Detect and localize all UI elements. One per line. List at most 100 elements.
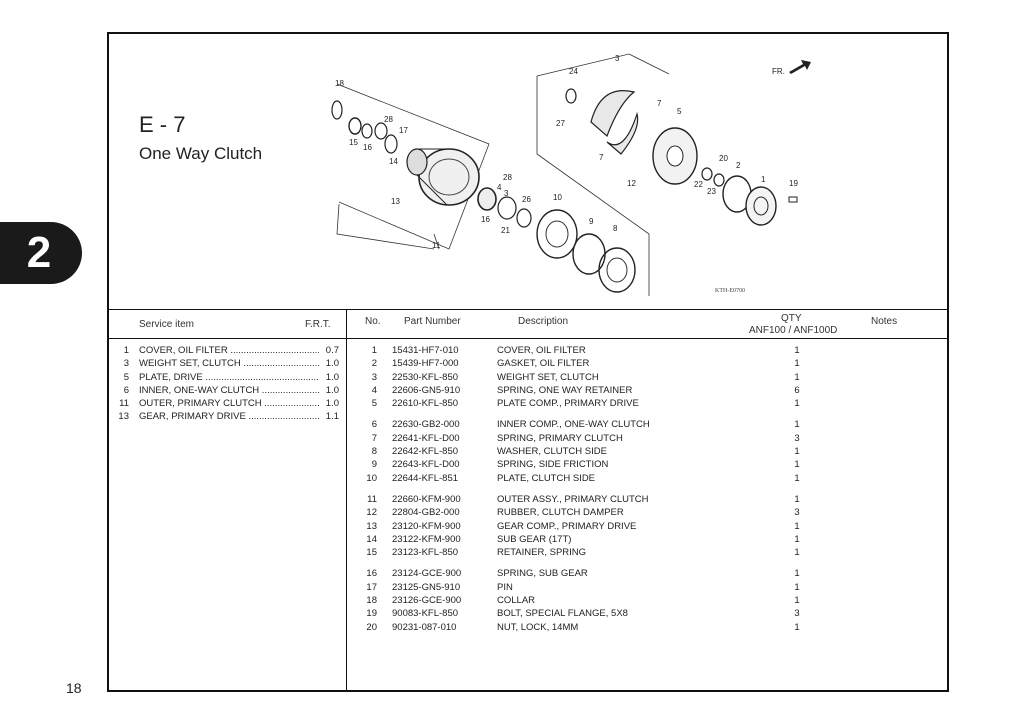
service-item-frt: 1.0 [319, 357, 339, 371]
callout: 23 [707, 187, 716, 196]
part-description: COVER, OIL FILTER [497, 345, 586, 356]
chapter-tab: 2 [0, 222, 82, 284]
callout: 19 [789, 179, 798, 188]
catalog-frame: E - 7 One Way Clutch [107, 32, 949, 692]
service-item-name: WEIGHT SET, CLUTCH [139, 357, 319, 370]
header-part-number: Part Number [404, 316, 461, 327]
part-qty: 1 [794, 459, 800, 471]
header-notes: Notes [871, 316, 898, 327]
part-number: 23122-KFM-900 [392, 533, 461, 545]
part-number: 90083-KFL-850 [392, 608, 459, 620]
part-qty: 1 [794, 568, 800, 580]
callout: 20 [719, 154, 728, 163]
exploded-parts-diagram: 18 28 17 15 16 14 3 24 7 5 27 7 12 20 2 … [331, 53, 811, 296]
callout: 11 [432, 241, 441, 250]
part-row: 19 90083-KFL-850 BOLT, SPECIAL FLANGE, 5X8… [347, 607, 947, 620]
service-item-row: 11 OUTER, PRIMARY CLUTCH 1.0 [109, 397, 345, 411]
part-qty: 3 [794, 608, 800, 620]
part-number: 90231-087-010 [392, 621, 457, 633]
service-item-row: 13 GEAR, PRIMARY DRIVE 1.1 [109, 410, 345, 424]
part-qty: 1 [794, 358, 800, 370]
callout: 27 [556, 119, 565, 128]
part-ref-no: 2 [371, 358, 377, 370]
part-qty: 3 [794, 507, 800, 519]
header-service-item: Service item [139, 319, 195, 330]
part-description: BOLT, SPECIAL FLANGE, 5X8 [497, 608, 628, 620]
part-number: 23124-GCE-900 [392, 568, 462, 580]
callout: 2 [736, 161, 741, 170]
part-qty: 1 [794, 398, 800, 410]
part-ref-no: 16 [366, 568, 377, 580]
section-title: One Way Clutch [139, 144, 263, 163]
service-item-row: 5 PLATE, DRIVE 1.0 [109, 370, 345, 384]
part-ref-no: 3 [371, 371, 377, 383]
service-item-row: 6 INNER, ONE-WAY CLUTCH 1.0 [109, 383, 345, 398]
service-item-frt: 0.7 [319, 344, 339, 358]
callout: 14 [389, 157, 398, 166]
column-divider [346, 310, 347, 692]
part-description: OUTER ASSY., PRIMARY CLUTCH [497, 493, 649, 505]
part-ref-no: 18 [366, 595, 377, 607]
callout: 13 [391, 197, 400, 206]
callout: 3 [615, 54, 620, 63]
callout: 26 [522, 195, 531, 204]
part-ref-no: 19 [366, 608, 377, 620]
callout: 10 [553, 193, 562, 202]
divider [109, 338, 947, 339]
part-number: 15431-HF7-010 [392, 345, 459, 356]
part-number: 23125-GN5-910 [392, 581, 461, 593]
callout: 22 [694, 180, 703, 189]
section-code: E - 7 [139, 112, 186, 137]
callout: 28 [384, 115, 393, 124]
diagram-ref-code: KTH-E0700 [715, 288, 745, 294]
header-qty-models: ANF100 / ANF100D [749, 325, 838, 336]
callout: 9 [589, 217, 594, 226]
callout: 16 [363, 143, 372, 152]
part-qty: 1 [794, 345, 800, 356]
service-item-no: 1 [123, 345, 129, 356]
header-qty: QTY [781, 313, 802, 324]
header-description: Description [518, 316, 569, 327]
part-description: SPRING, SUB GEAR [497, 568, 588, 580]
part-ref-no: 20 [366, 621, 377, 633]
part-number: 23126-GCE-900 [392, 595, 462, 607]
callout: 12 [627, 179, 636, 188]
part-ref-no: 6 [371, 419, 377, 431]
part-number: 22643-KFL-D00 [392, 459, 460, 471]
part-number: 22641-KFL-D00 [392, 432, 460, 444]
callout: 7 [657, 99, 662, 108]
part-ref-no: 1 [371, 345, 377, 356]
service-item-name: PLATE, DRIVE [139, 371, 319, 384]
part-number: 22660-KFM-900 [392, 493, 461, 505]
service-item-frt: 1.0 [319, 370, 339, 384]
part-number: 23123-KFL-850 [392, 547, 459, 559]
callout: 24 [569, 67, 578, 76]
divider [109, 309, 947, 310]
service-item-frt: 1.1 [319, 410, 339, 424]
part-number: 23120-KFM-900 [392, 520, 461, 532]
callout: 17 [399, 126, 408, 135]
part-number: 22606-GN5-910 [392, 384, 461, 396]
part-qty: 1 [794, 419, 800, 431]
part-qty: 1 [794, 520, 800, 532]
service-item-no: 5 [123, 371, 129, 383]
page-number: 18 [66, 680, 82, 696]
service-item-no: 6 [123, 384, 129, 396]
service-item-name: GEAR, PRIMARY DRIVE [139, 410, 319, 423]
part-description: GEAR COMP., PRIMARY DRIVE [497, 520, 637, 532]
part-description: RETAINER, SPRING [497, 547, 587, 559]
part-qty: 1 [794, 547, 800, 559]
part-description: SPRING, SIDE FRICTION [497, 459, 609, 471]
part-ref-no: 5 [371, 398, 377, 410]
part-ref-no: 10 [366, 472, 377, 484]
part-number: 22630-GB2-000 [392, 419, 460, 431]
part-qty: 1 [794, 371, 800, 383]
part-row: 16 23124-GCE-900 SPRING, SUB GEAR 1 [347, 567, 947, 580]
